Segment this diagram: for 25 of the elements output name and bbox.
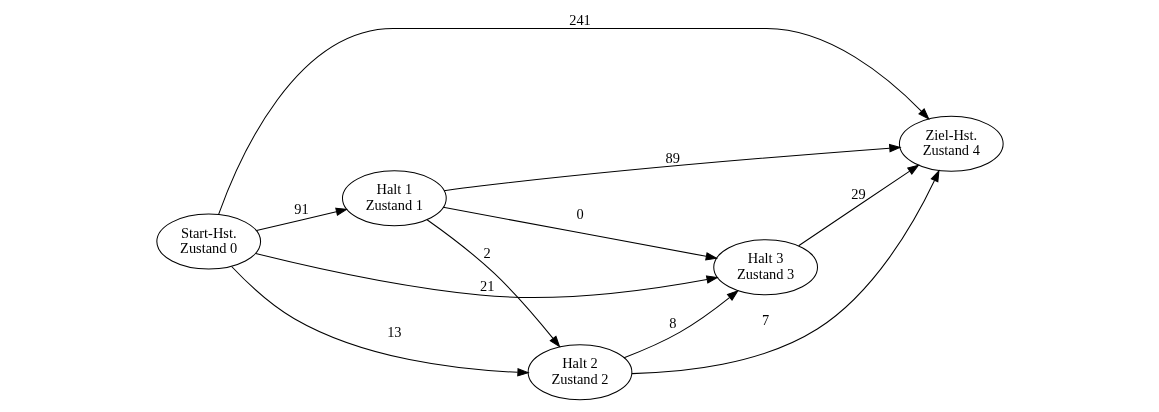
arrow [230, 265, 530, 377]
node-ellipse: Halt 2 Zustand 2 [527, 343, 632, 400]
edge-label: 29 [850, 185, 866, 202]
node-ellipse: Ziel-Hst. Zustand 4 [898, 115, 1004, 172]
arrow [631, 169, 940, 374]
arrow [255, 207, 348, 231]
edge-label: 2 [483, 244, 491, 261]
edge-label: 0 [575, 205, 584, 222]
arrow [217, 27, 930, 215]
edge-label: 13 [386, 323, 402, 340]
edge-label: 21 [479, 277, 494, 294]
arrow [442, 206, 718, 261]
edge-label: 7 [761, 311, 769, 328]
edge-label: 89 [665, 149, 680, 166]
edge-label: 91 [293, 200, 309, 217]
arrow [797, 163, 920, 246]
node-ellipse: Halt 1 Zustand 1 [341, 169, 447, 226]
node-ellipse: Halt 3 Zustand 3 [712, 238, 818, 295]
arrow [254, 252, 719, 298]
arrow [426, 218, 560, 348]
edge-label: 241 [568, 11, 591, 28]
edge-label: 8 [668, 314, 676, 331]
arrow [443, 143, 902, 191]
node-ellipse: Start-Hst. Zustand 0 [155, 213, 261, 270]
arrow [623, 289, 739, 358]
